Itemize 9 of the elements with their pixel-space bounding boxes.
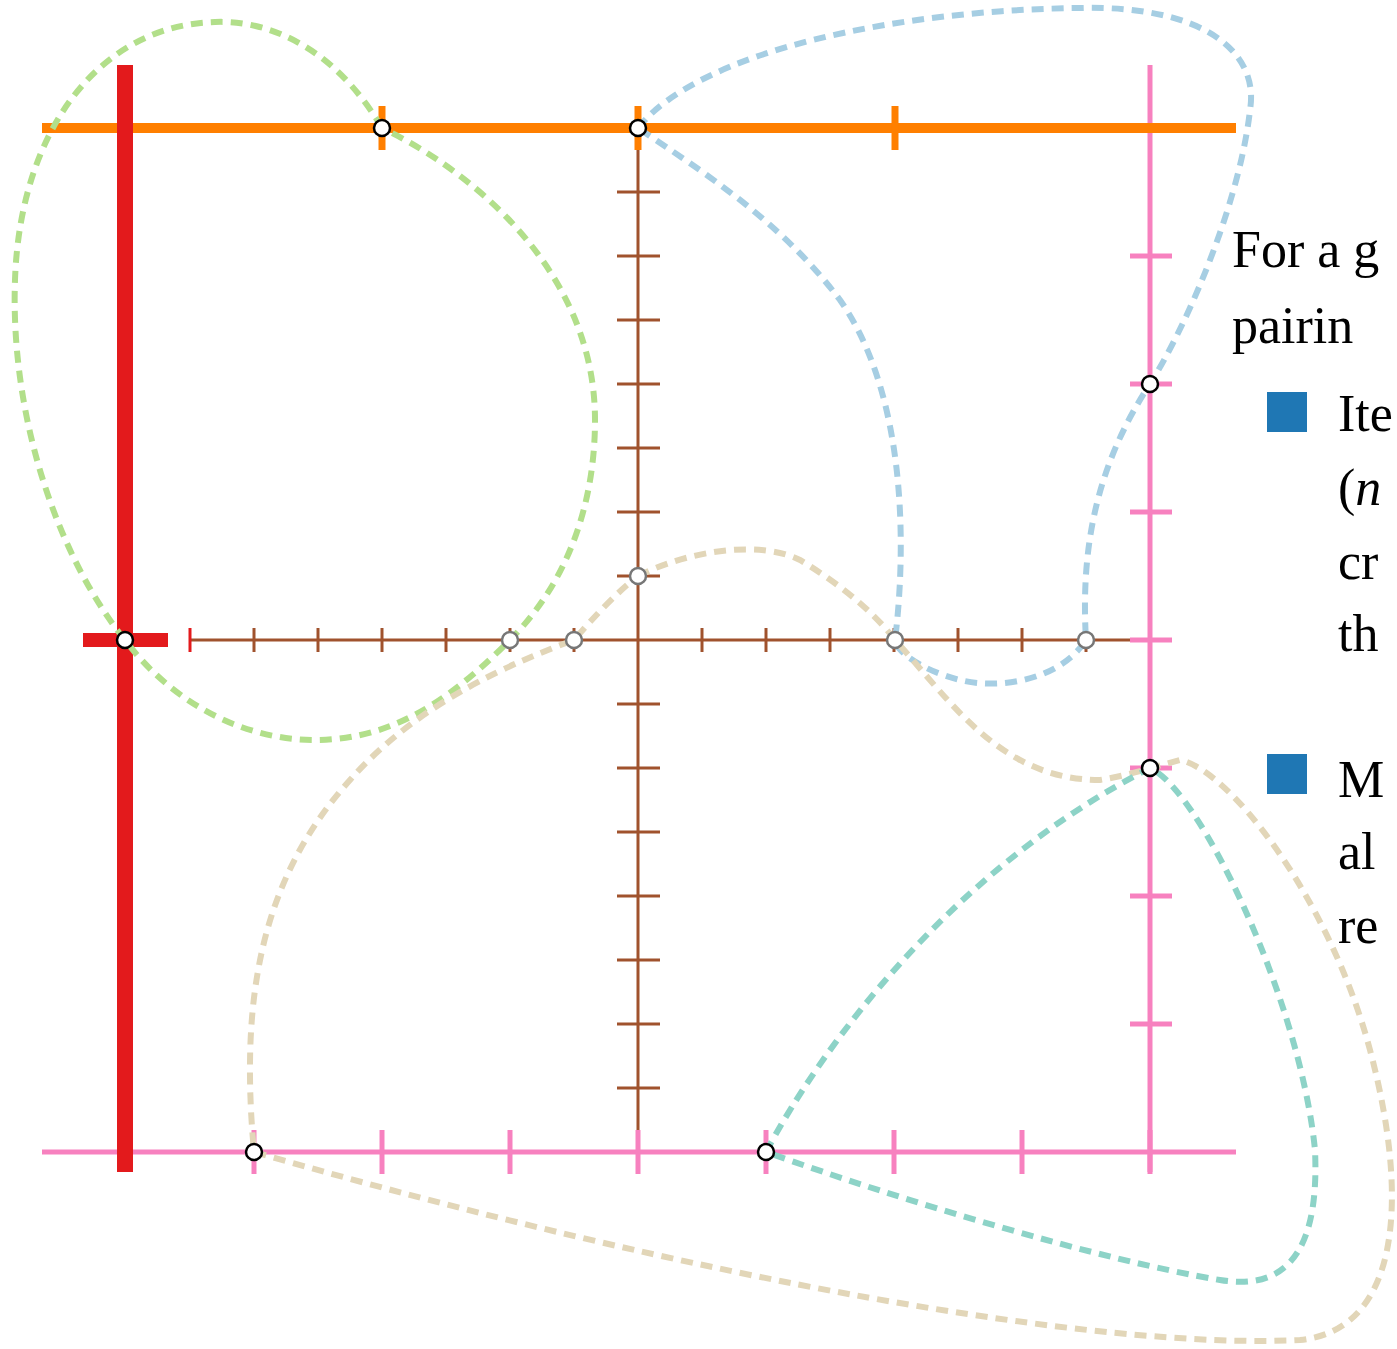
description-text: th: [1338, 604, 1379, 664]
description-text: Ite: [1338, 384, 1393, 444]
description-text: al: [1338, 822, 1376, 882]
description-text: cr: [1338, 532, 1379, 592]
description-text: (n: [1338, 458, 1382, 518]
description-text: For a g: [1232, 220, 1380, 280]
description-text: pairin: [1232, 296, 1354, 356]
description-text: M: [1338, 750, 1385, 810]
description-text: re: [1338, 896, 1379, 956]
